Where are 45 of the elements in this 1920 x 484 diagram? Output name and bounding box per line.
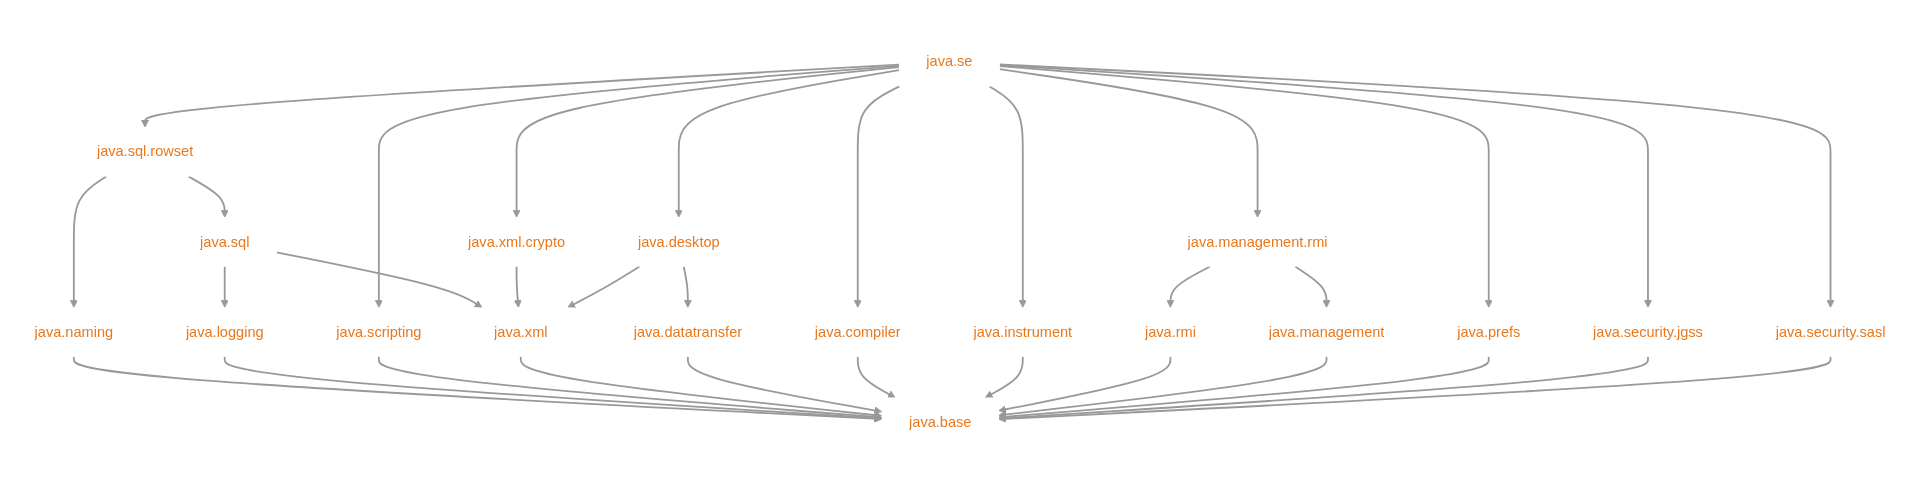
- arrow: [998, 63, 1835, 308]
- arrow: [1294, 265, 1331, 308]
- arrow: [853, 85, 901, 308]
- node-text: java.desktop: [637, 233, 720, 250]
- arrow: [998, 65, 1493, 308]
- arrow: [223, 355, 883, 422]
- arrow: [141, 63, 900, 128]
- node-text: java.rmi: [1144, 323, 1196, 340]
- arrow: [220, 265, 229, 308]
- node-text: java.instrument: [973, 323, 1073, 340]
- node-text: java.datatransfer: [633, 323, 743, 340]
- arrow: [1166, 265, 1211, 308]
- arrow: [69, 175, 108, 308]
- arrow: [682, 265, 692, 308]
- node-text: java.xml.crypto: [468, 233, 566, 250]
- arrow: [998, 64, 1652, 308]
- node-text: java.naming: [34, 323, 114, 340]
- arrow: [856, 355, 896, 398]
- arrow: [998, 355, 1832, 423]
- node-text: java.security.jgss: [1593, 323, 1703, 340]
- node-text: java.sql.rowset: [96, 143, 194, 160]
- node-text: java.prefs: [1457, 323, 1521, 340]
- node-text: java.security.sasl: [1775, 323, 1886, 340]
- arrow: [998, 68, 1262, 218]
- node-text: java.base: [909, 413, 972, 430]
- node-text: java.management.rmi: [1187, 233, 1328, 250]
- node-text: java.management: [1268, 323, 1385, 340]
- arrow: [512, 66, 900, 218]
- arrow: [374, 64, 900, 308]
- arrow: [674, 69, 900, 218]
- arrow: [72, 355, 883, 423]
- node-text: java.xml: [494, 323, 548, 340]
- arrow: [187, 175, 229, 218]
- node-text: java.scripting: [336, 323, 422, 340]
- arrow: [998, 355, 1172, 414]
- node-text: java.compiler: [814, 323, 901, 340]
- node-text: java.sql: [200, 233, 250, 250]
- arrow: [988, 85, 1027, 308]
- arrow: [513, 265, 522, 308]
- node-text: java.logging: [185, 323, 264, 340]
- arrow: [567, 265, 641, 308]
- node-text: java.se: [926, 53, 973, 70]
- arrow: [275, 251, 483, 308]
- arrow: [686, 355, 883, 415]
- arrow: [984, 355, 1024, 398]
